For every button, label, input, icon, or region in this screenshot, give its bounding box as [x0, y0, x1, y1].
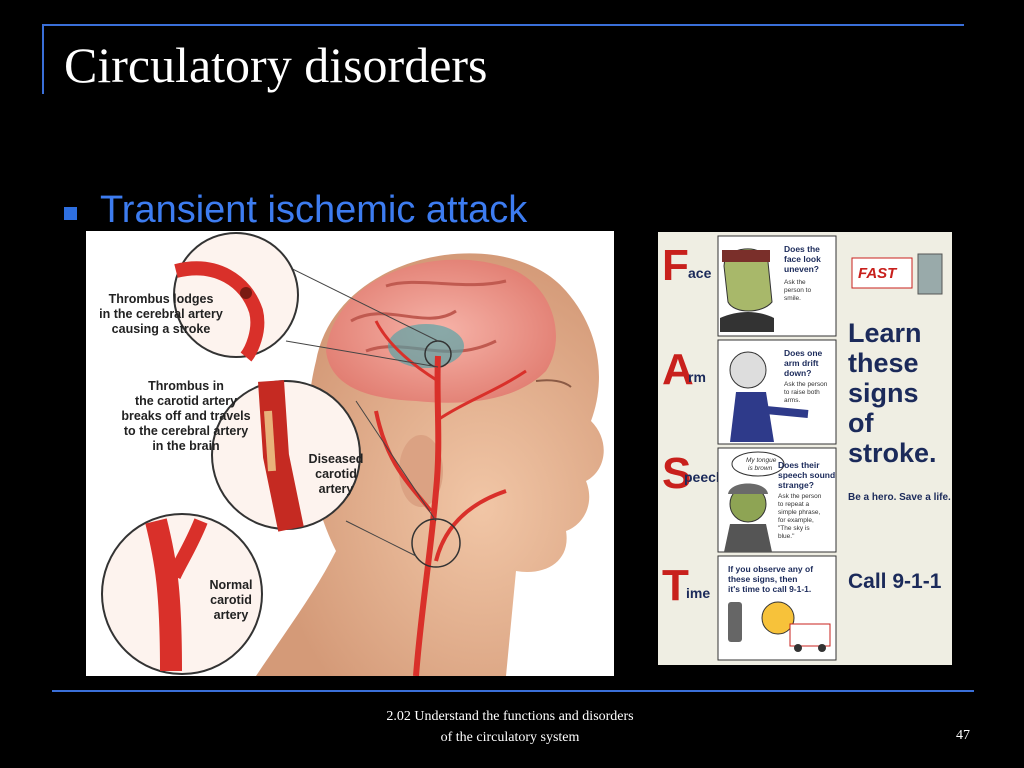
- arm-q-3: down?: [784, 368, 811, 378]
- face-letter: F: [662, 241, 689, 290]
- speech-bubble-2: is brown: [748, 465, 773, 472]
- arm-a-1: Ask the person: [784, 381, 828, 388]
- bottom-rule: [52, 690, 974, 692]
- learn-4: of: [848, 408, 874, 438]
- learn-3: signs: [848, 378, 919, 408]
- speech-q-3: strange?: [778, 480, 814, 490]
- label-normal-2: carotid: [210, 593, 252, 607]
- arm-letter: A: [662, 345, 694, 394]
- fast-poster-svg: F A S T ace rm peech ime: [662, 235, 951, 661]
- call-911-text: Call 9-1-1: [848, 570, 942, 593]
- stroke-illustration: Thrombus lodges in the cerebral artery c…: [86, 231, 614, 676]
- arm-a-2: to raise both: [784, 389, 820, 396]
- fast-badge-text: FAST: [858, 265, 898, 282]
- slide-footer: 2.02 Understand the functions and disord…: [330, 706, 690, 748]
- footer-line-2: of the circulatory system: [440, 730, 580, 745]
- face-q-1: Does the: [784, 244, 820, 254]
- face-a-1: Ask the: [784, 279, 806, 286]
- learn-5: stroke.: [848, 438, 937, 468]
- fast-stroke-poster: F A S T ace rm peech ime: [658, 232, 952, 665]
- face-a-3: smile.: [784, 295, 801, 302]
- top-rule: [42, 24, 964, 26]
- face-q-2: face look: [784, 254, 821, 264]
- fast-badge-figure: [917, 253, 943, 295]
- face-figure: [720, 248, 774, 332]
- label-thrombus-carotid-2: the carotid artery: [135, 394, 237, 408]
- time-text-3: it's time to call 9-1-1.: [728, 584, 811, 594]
- speech-a-1: Ask the person: [778, 493, 822, 500]
- label-normal-3: artery: [214, 608, 249, 622]
- face-q-3: uneven?: [784, 264, 819, 274]
- time-text-2: these signs, then: [728, 574, 797, 584]
- speech-figure: [724, 451, 785, 552]
- page-number: 47: [956, 728, 970, 743]
- time-letter: T: [662, 561, 689, 610]
- inset-normal-carotid: [101, 513, 263, 675]
- label-thrombus-carotid-5: in the brain: [152, 439, 219, 453]
- face-a-2: person to: [784, 287, 811, 294]
- speech-q-2: speech sound: [778, 470, 835, 480]
- time-text-1: If you observe any of: [728, 564, 813, 574]
- label-thrombus-carotid-3: breaks off and travels: [121, 409, 250, 423]
- speech-q-1: Does their: [778, 460, 820, 470]
- label-diseased-3: artery: [319, 482, 354, 496]
- bullet-text: Transient ischemic attack: [100, 189, 528, 231]
- label-diseased-1: Diseased: [309, 452, 364, 466]
- arm-figure: [729, 351, 809, 442]
- label-diseased-2: carotid: [315, 467, 357, 481]
- stroke-illustration-svg: Thrombus lodges in the cerebral artery c…: [99, 232, 604, 676]
- speech-word: peech: [684, 469, 724, 485]
- learn-2: these: [848, 348, 919, 378]
- time-word: ime: [686, 585, 710, 601]
- ischemic-area: [388, 324, 464, 368]
- speech-a-6: blue.": [778, 533, 795, 540]
- fast-badge: [851, 257, 913, 289]
- speech-a-4: for example,: [778, 517, 814, 524]
- label-thrombus-lodges-1: Thrombus lodges: [109, 292, 214, 306]
- arm-q-2: arm drift: [784, 358, 819, 368]
- bullet-marker: [64, 207, 77, 220]
- label-normal-1: Normal: [209, 578, 252, 592]
- label-thrombus-lodges-3: causing a stroke: [112, 322, 211, 336]
- hero-text: Be a hero. Save a life.: [848, 492, 951, 503]
- arm-q-1: Does one: [784, 348, 823, 358]
- left-rule: [42, 26, 44, 94]
- speech-a-2: to repeat a: [778, 501, 809, 508]
- time-figure: [728, 601, 831, 652]
- speech-a-5: "The sky is: [778, 525, 810, 532]
- speech-letter: S: [662, 449, 691, 498]
- face-word: ace: [688, 265, 712, 281]
- ear: [399, 435, 443, 507]
- label-thrombus-carotid-4: to the cerebral artery: [124, 424, 248, 438]
- speech-bubble-1: My tongue: [746, 457, 777, 464]
- speech-a-3: simple phrase,: [778, 509, 820, 516]
- label-thrombus-carotid-1: Thrombus in: [148, 379, 224, 393]
- label-thrombus-lodges-2: in the cerebral artery: [99, 307, 223, 321]
- footer-line-1: 2.02 Understand the functions and disord…: [386, 709, 634, 724]
- learn-1: Learn: [848, 318, 922, 348]
- arm-word: rm: [688, 369, 706, 385]
- arm-a-3: arms.: [784, 397, 800, 404]
- slide-title: Circulatory disorders: [64, 37, 488, 93]
